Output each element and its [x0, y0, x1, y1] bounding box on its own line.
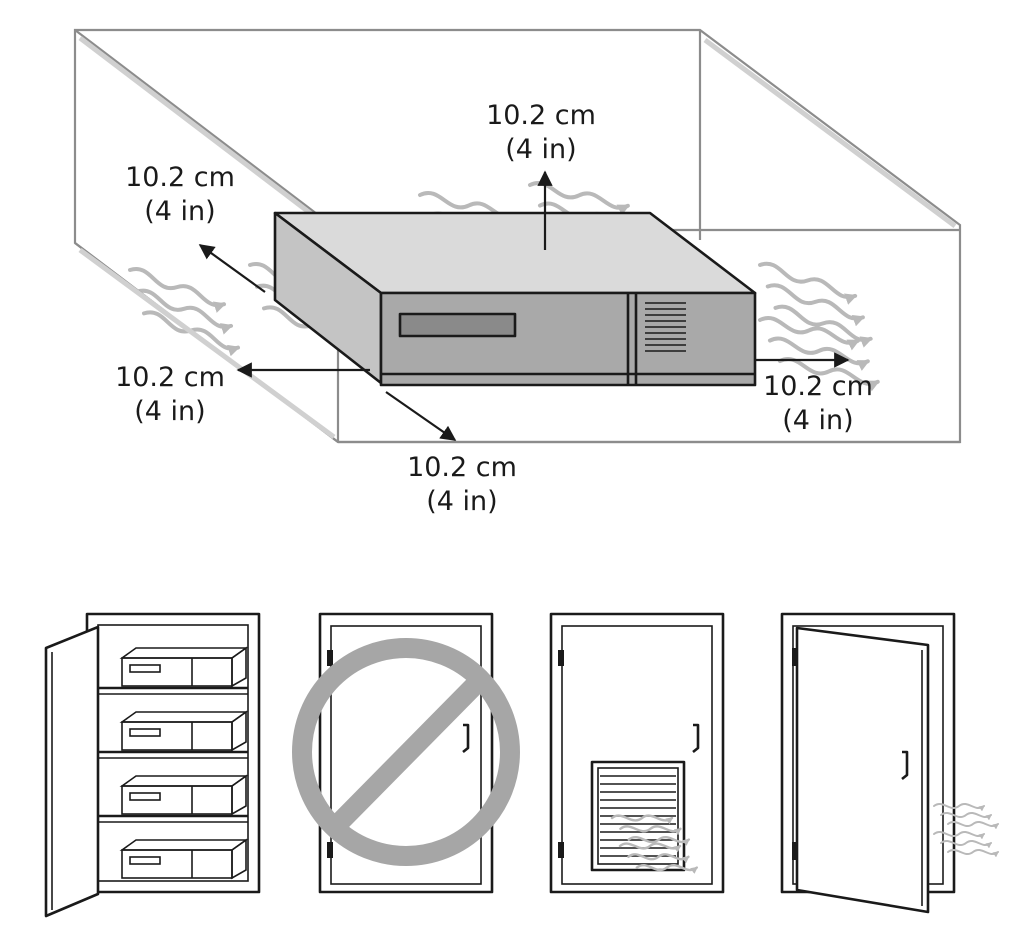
svg-text:10.2 cm: 10.2 cm: [125, 162, 235, 193]
clearance-label-front: 10.2 cm (4 in): [407, 452, 517, 517]
open-cabinet-door: [44, 625, 100, 918]
arrow-rear: [198, 244, 266, 293]
tape-drive-device: [273, 211, 757, 387]
vent-grille-icon: [645, 302, 686, 352]
hinge-icon: [327, 650, 333, 666]
device-display-slot: [398, 312, 517, 338]
door-handle-icon: [692, 723, 700, 754]
clearance-label-top: 10.2 cm (4 in): [486, 100, 596, 165]
door-handle-icon: [901, 750, 909, 781]
svg-text:(4 in): (4 in): [782, 405, 853, 436]
svg-text:10.2 cm: 10.2 cm: [115, 362, 225, 393]
clearance-label-rear: 10.2 cm (4 in): [125, 162, 235, 227]
svg-text:10.2 cm: 10.2 cm: [763, 371, 873, 402]
clearance-label-right: 10.2 cm (4 in): [763, 371, 873, 436]
ajar-door-panel: [795, 626, 930, 914]
open-cabinet-with-units: [44, 612, 261, 918]
closed-door-prohibited: [292, 612, 520, 894]
svg-text:10.2 cm: 10.2 cm: [407, 452, 517, 483]
device-front: [379, 291, 757, 387]
enclosure-front-edges: [74, 242, 960, 444]
svg-text:(4 in): (4 in): [144, 196, 215, 227]
vent-grille-icon: [590, 760, 686, 872]
hinge-icon: [558, 650, 564, 666]
door-ajar: [780, 612, 998, 914]
svg-text:(4 in): (4 in): [505, 134, 576, 165]
clearance-label-left: 10.2 cm (4 in): [115, 362, 225, 427]
svg-text:10.2 cm: 10.2 cm: [486, 100, 596, 131]
arrow-front: [385, 391, 457, 441]
prohibited-icon: [292, 638, 520, 866]
svg-text:(4 in): (4 in): [426, 486, 497, 517]
door-handle-icon: [462, 723, 470, 754]
door-with-vent: [549, 612, 725, 894]
hinge-icon: [792, 648, 798, 666]
svg-text:(4 in): (4 in): [134, 396, 205, 427]
arrow-icon: [198, 170, 850, 441]
